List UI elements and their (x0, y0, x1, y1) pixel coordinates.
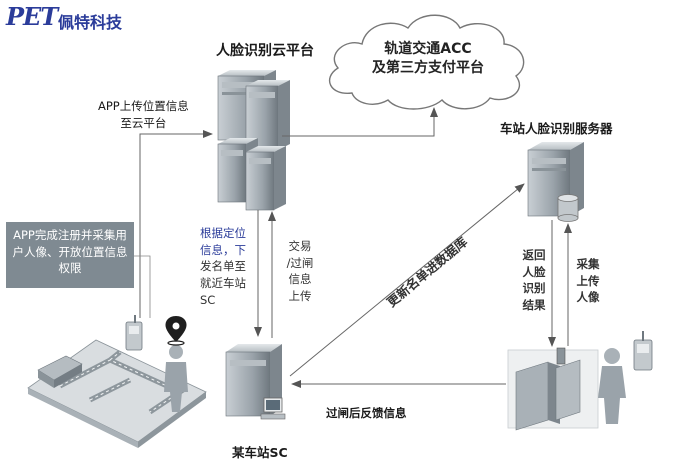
app-register-note: APP完成注册并采集用户人像、开放位置信息权限 (6, 222, 134, 288)
fare-gate-icon (507, 347, 599, 431)
dispatch-label-part1: 根据定位信息，下 (200, 226, 246, 257)
mobile-phone-icon (125, 315, 143, 351)
location-pin-icon (165, 316, 187, 346)
gate-feedback-label: 过闸后反馈信息 (326, 406, 407, 420)
cloud-platform-title: 人脸识别云平台 (216, 43, 314, 59)
acc-platform-line2: 及第三方支付平台 (372, 59, 484, 76)
return-result-label: 返回 人脸 识别 结果 (522, 248, 546, 313)
company-logo: PET (6, 2, 58, 31)
person-icon (164, 345, 188, 412)
workstation-icon (260, 397, 286, 420)
cloud-server-cluster-icon (217, 70, 290, 211)
dispatch-label: 根据定位信息，下发名单至就近车站SC (200, 225, 252, 308)
station-sc-title: 某车站SC (232, 445, 288, 460)
app-upload-label: APP上传位置信息 至云平台 (98, 99, 189, 131)
arrow-app-upload (139, 130, 213, 318)
database-icon (557, 194, 579, 222)
arrow-update-db (289, 183, 525, 377)
company-name: 佩特科技 (58, 13, 123, 32)
collect-face-label: 采集 上传 人像 (576, 257, 600, 305)
connector-note-to-platform (134, 255, 151, 318)
station-server-title: 车站人脸识别服务器 (500, 121, 613, 136)
transaction-label: 交易 /过闸 信息 上传 (286, 239, 314, 304)
cloud-icon (328, 14, 525, 110)
acc-platform-label: 轨道交通ACC 及第三方支付平台 (356, 40, 500, 78)
passenger-icon (598, 348, 626, 424)
map-platform-icon (27, 339, 207, 448)
mobile-phone-icon-right (633, 331, 653, 371)
dispatch-label-part2: 发名单至就近车站SC (200, 259, 246, 307)
acc-platform-line1: 轨道交通ACC (384, 41, 472, 57)
arrow-cloud-to-acc (282, 107, 438, 137)
